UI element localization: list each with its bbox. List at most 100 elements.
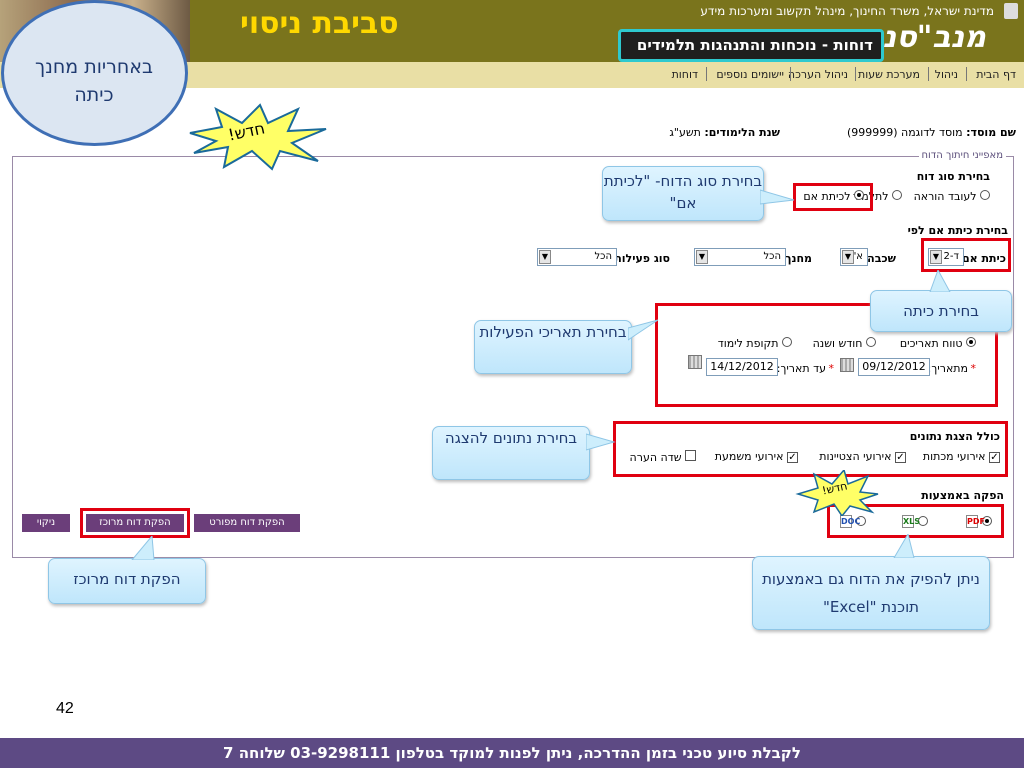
option-label: לכיתת אם	[803, 190, 851, 203]
nav-separator	[966, 67, 967, 81]
include-option-discipline[interactable]: ✓ אירועי משמעת	[715, 450, 798, 463]
callout-summary-report: הפקת דוח מרוכז	[48, 558, 206, 604]
option-label: טווח תאריכים	[899, 337, 963, 350]
pdf-icon: PDF	[966, 515, 985, 528]
radio-student[interactable]	[892, 190, 902, 200]
required-mark: *	[828, 362, 835, 375]
educator-label: מחנך:	[780, 252, 812, 265]
year-label: שנת הלימודים:	[704, 126, 780, 139]
nav-separator	[790, 67, 791, 81]
nav-separator	[855, 67, 856, 81]
layer-label: שכבה:	[862, 252, 896, 265]
radio-study-period[interactable]	[782, 337, 792, 347]
include-option-note[interactable]: שדה הערה	[630, 450, 696, 464]
radio-pdf[interactable]	[982, 516, 992, 526]
callout-data-display: בחירת נתונים להצגה	[432, 426, 590, 480]
include-option-excellence[interactable]: ✓ אירועי הצטיינות	[819, 450, 906, 463]
from-date-label: מתאריך:	[927, 362, 968, 375]
calendar-icon[interactable]	[688, 355, 702, 369]
nav-evaluation[interactable]: ניהול הערכה	[787, 68, 848, 81]
nav-separator	[706, 67, 707, 81]
class-label: כיתת אם:	[957, 252, 1006, 265]
activity-label: סוג פעילות:	[609, 252, 670, 265]
nav-more-apps[interactable]: יישומים נוספים	[716, 68, 784, 81]
callout-pointer	[760, 189, 795, 205]
educator-select-value: הכל	[763, 251, 781, 262]
activity-select[interactable]: ▼הכל	[537, 248, 617, 266]
calendar-icon[interactable]	[840, 358, 854, 372]
date-option-range[interactable]: טווח תאריכים	[900, 337, 976, 350]
checkbox-checked[interactable]: ✓	[895, 452, 906, 463]
radio-excel[interactable]	[918, 516, 928, 526]
include-option-absence[interactable]: ✓ אירועי מכתות	[923, 450, 1000, 463]
include-title: כולל הצגת נתונים	[909, 430, 1000, 443]
report-type-option-teacher[interactable]: לעובד הוראה	[914, 190, 990, 203]
radio-homeroom[interactable]	[854, 190, 864, 200]
date-option-month[interactable]: חודש ושנה	[813, 337, 876, 350]
footer-text: לקבלת סיוע טכני בזמן ההדרכה, ניתן לפנות …	[223, 744, 801, 762]
radio-teacher[interactable]	[980, 190, 990, 200]
callout-pointer	[893, 534, 915, 558]
page-number: 42	[56, 700, 74, 717]
nav-timetable[interactable]: מערכת שעות	[857, 68, 920, 81]
option-label: לעובד הוראה	[913, 190, 977, 203]
responsibility-bubble: באחריות מחנך כיתה	[1, 0, 188, 146]
nav-reports[interactable]: דוחות	[671, 68, 698, 81]
highlight-report-type	[793, 183, 873, 211]
report-title: דוחות - נוכחות והתנהגות תלמידים	[636, 36, 873, 54]
to-date-label: עד תאריך:	[776, 362, 826, 375]
callout-class-select: בחירת כיתה	[870, 290, 1012, 332]
highlight-class-select	[921, 238, 1011, 272]
educator-select[interactable]: ▼ הכל	[694, 248, 786, 266]
checkbox-checked[interactable]: ✓	[989, 452, 1000, 463]
to-date-input[interactable]: 14/12/2012	[706, 358, 778, 376]
word-icon: DOC	[840, 515, 861, 528]
output-title: הפקה באמצעות	[921, 489, 1004, 502]
class-by-title: בחירת כיתת אם לפי	[907, 224, 1008, 237]
year-value: תשע"ג	[669, 126, 701, 139]
chevron-down-icon: ▼	[842, 250, 854, 264]
environment-title: סביבת ניסוי	[240, 6, 399, 41]
detailed-report-button[interactable]: הפקת דוח מפורט	[194, 514, 300, 532]
option-label: אירועי משמעת	[714, 450, 784, 463]
highlight-summary-button	[80, 508, 190, 538]
checkbox-checked[interactable]: ✓	[787, 452, 798, 463]
highlight-data-display	[613, 421, 1008, 477]
report-filter-frame	[12, 156, 1014, 558]
layer-select[interactable]: ▼א'	[840, 248, 868, 266]
school-info: שם מוסד: מוסד לדוגמה (999999)	[847, 126, 1016, 139]
radio-word[interactable]	[856, 516, 866, 526]
chevron-down-icon: ▼	[696, 250, 708, 264]
chevron-down-icon: ▼	[930, 250, 942, 264]
option-label: אירועי הצטיינות	[819, 450, 892, 463]
option-label: שדה הערה	[629, 451, 682, 464]
option-label: תקופת לימוד	[717, 337, 779, 350]
report-title-box: דוחות - נוכחות והתנהגות תלמידים	[618, 29, 884, 62]
section-legend: מאפייני חיתוך הדוח	[918, 150, 1006, 161]
year-info: שנת הלימודים: תשע"ג	[669, 126, 780, 139]
highlight-output	[827, 504, 1004, 538]
summary-report-button[interactable]: הפקת דוח מרוכז	[86, 514, 184, 532]
checkbox-unchecked[interactable]	[685, 450, 696, 461]
header-bar	[190, 0, 1024, 62]
class-select[interactable]: ▼ד-2	[928, 248, 964, 266]
callout-pointer	[586, 433, 616, 451]
excel-icon: XLS	[902, 515, 921, 528]
clear-button[interactable]: ניקוי	[22, 514, 70, 532]
date-option-period[interactable]: תקופת לימוד	[718, 337, 792, 350]
highlight-dates	[655, 303, 998, 407]
callout-pointer	[929, 270, 951, 292]
callout-pointer	[131, 536, 155, 560]
nav-management[interactable]: ניהול	[934, 68, 958, 81]
layer-select-value: א'	[853, 251, 863, 262]
radio-date-range[interactable]	[966, 337, 976, 347]
option-label: חודש ושנה	[812, 337, 863, 350]
ministry-text: מדינת ישראל, משרד החינוך, מינהל תקשוב ומ…	[700, 4, 994, 18]
nav-home[interactable]: דף הבית	[976, 68, 1016, 81]
new-starburst-icon	[189, 103, 327, 171]
report-type-option-homeroom[interactable]: לכיתת אם	[803, 190, 864, 203]
radio-month-year[interactable]	[866, 337, 876, 347]
required-mark: *	[970, 362, 977, 375]
chevron-down-icon: ▼	[539, 250, 551, 264]
from-date-input[interactable]: 09/12/2012	[858, 358, 930, 376]
